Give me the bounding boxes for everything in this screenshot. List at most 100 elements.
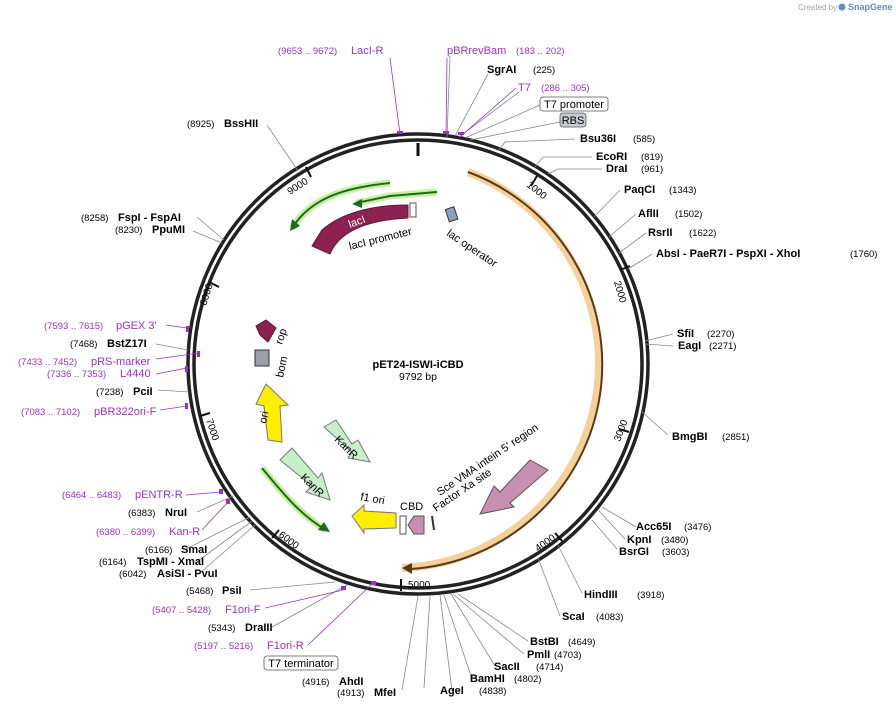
site-pos: (2270) [707,329,734,340]
primer-F1ori-R[interactable]: (5197 .. 5216)F1ori-R [194,640,304,652]
tick-mark [208,281,220,288]
site-PpuMI[interactable]: (8230) PpuMI [115,224,185,236]
site-EagI[interactable]: EagI(2271) [678,340,736,352]
lacI-promoter-green-arrowhead [290,219,300,231]
site-Acc65I[interactable]: Acc65I(3476) [636,521,711,533]
site-pos: (7468) [70,339,97,350]
site-name: PpuMI [152,224,185,236]
site-name: BmgBI [672,431,707,443]
site-AhdI[interactable]: (4916)AhdI [302,676,363,688]
site-SgrAI[interactable]: SgrAI(225) [487,64,555,76]
lacI-feature[interactable] [311,204,409,255]
site-PmlI[interactable]: PmlI(4703) [527,649,581,661]
tick-label: 1000 [524,180,549,203]
site-pos: (8925) [187,119,214,130]
factor-xa-mark [431,515,435,531]
site-pos: (1502) [675,209,702,220]
primer-pBRrevBam[interactable]: pBRrevBam(183 .. 202) [447,45,565,57]
primer-pos: (286 .. 305) [541,83,590,94]
site-EcoRI[interactable]: EcoRI(819) [596,151,663,163]
primer-LacI-R[interactable]: (9653 .. 9672)LacI-R [278,45,383,57]
site-AflII[interactable]: AflII(1502) [638,208,702,220]
tick-mark [305,166,312,178]
rop-label: rop [273,327,289,346]
site-FspI-group[interactable]: (8258)FspI - FspAI [81,212,181,224]
site-PaqCI[interactable]: PaqCI(1343) [624,184,696,196]
primer-Kan-R[interactable]: (6380 .. 6399)Kan-R [96,526,200,538]
site-SmaI[interactable]: (6166)SmaI [145,544,207,556]
plasmid-size: 9792 bp [399,371,437,383]
bom-box [254,349,270,367]
site-BssHII[interactable]: (8925)BssHII [187,118,258,130]
site-DraI[interactable]: DraI(961) [606,163,663,175]
site-pos: (8230) [115,225,142,236]
plasmid-name: pET24-ISWI-iCBD [372,359,463,371]
site-pos: (3480) [661,535,688,546]
site-name: TspMI - XmaI [137,556,204,568]
primer-name: T7 [518,82,531,94]
site-name: EagI [678,340,701,352]
sce-vma-intein-feature[interactable] [479,459,549,515]
site-NruI[interactable]: (6383)NruI [128,507,187,519]
site-RsrII[interactable]: RsrII(1622) [648,227,716,239]
site-SfiI[interactable]: SfiI(2270) [677,328,734,340]
kanR-green-arrowhead [318,522,330,532]
site-PsiI[interactable]: (5468)PsiI [186,585,242,597]
site-pos: (225) [533,65,555,76]
t7-terminator-tag[interactable]: T7 terminator [263,655,339,671]
primer-pos: (6380 .. 6399) [96,527,155,538]
site-pos: (6166) [145,545,172,556]
site-PciI[interactable]: (7238)PciI [96,386,153,398]
primer-pRS-marker[interactable]: (7433 .. 7452)pRS-marker [18,356,151,368]
primer-pENTR-R[interactable]: (6464 .. 6483)pENTR-R [62,489,183,501]
primer-pGEX3[interactable]: (7593 .. 7615)pGEX 3' [44,320,157,332]
site-HindIII[interactable]: HindIII (3918) [584,589,664,601]
site-MfeI[interactable]: (4913)MfeI [337,687,396,699]
site-pos: (4838) [479,686,506,697]
lac-operator-label: lac operator [444,228,499,271]
lacI-promoter-box [409,202,417,218]
site-name: Acc65I [636,521,671,533]
rop-feature[interactable] [255,319,277,343]
site-PvuI-group[interactable]: (6042)AsiSI - PvuI [119,568,218,580]
site-name: NruI [165,507,187,519]
site-AgeI[interactable]: AgeI (4838) [440,685,506,697]
site-name: AsiSI - PvuI [157,568,218,580]
kanR-feature[interactable] [279,447,331,501]
site-name: SacII [494,661,520,673]
lacI-green-arc [355,191,438,204]
site-name: HindIII [584,589,618,601]
site-XmaI-group[interactable]: (6164)TspMI - XmaI [99,556,204,568]
primer-L4440[interactable]: (7336 .. 7353)L4440 [47,368,151,380]
site-pos: (4703) [554,650,581,661]
lacI-promoter-label: lacI promoter [348,226,414,253]
f1-ori-feature[interactable] [351,503,397,535]
primer-pBR322ori-F[interactable]: (7083 .. 7102)pBR322ori-F [21,406,157,418]
site-pos: (3918) [637,590,664,601]
site-name: PciI [133,386,153,398]
site-Bsu36I[interactable]: Bsu36I(585) [580,133,655,145]
primer-F1ori-F[interactable]: (5407 .. 5428)F1ori-F [152,604,261,616]
site-name: AgeI [440,685,464,697]
site-DraIII[interactable]: (5343)DraIII [208,622,273,634]
site-pos: (961) [641,164,663,175]
rbs-tag[interactable]: RBS [559,112,587,128]
kanR-feature-small[interactable] [323,419,371,463]
t7-promoter-tag[interactable]: T7 promoter [539,96,609,112]
site-SacII[interactable]: SacII(4714) [494,661,563,673]
credit-prefix: Created by [798,3,837,12]
site-BsrGI[interactable]: BsrGI(3603) [619,546,689,558]
primer-pos: (7336 .. 7353) [47,369,106,380]
site-ScaI[interactable]: ScaI(4083) [562,611,623,623]
site-KpnI[interactable]: KpnI(3480) [627,534,688,546]
site-BmgBI[interactable]: BmgBI(2851) [672,431,749,443]
primer-T7[interactable]: T7 (286 .. 305) [518,82,590,94]
site-name: AhdI [339,676,363,688]
cbd-feature[interactable] [407,515,425,535]
site-BstBI[interactable]: BstBI(4649) [530,636,595,648]
site-XhoI-group[interactable]: AbsI - PaeR7I - PspXI - XhoI(1760) [656,248,877,260]
site-BstZ17I[interactable]: (7468) BstZ17I [70,338,147,350]
site-name: BstZ17I [107,338,147,350]
site-BamHI[interactable]: BamHI(4802) [470,673,541,685]
ori-feature[interactable] [255,383,290,443]
